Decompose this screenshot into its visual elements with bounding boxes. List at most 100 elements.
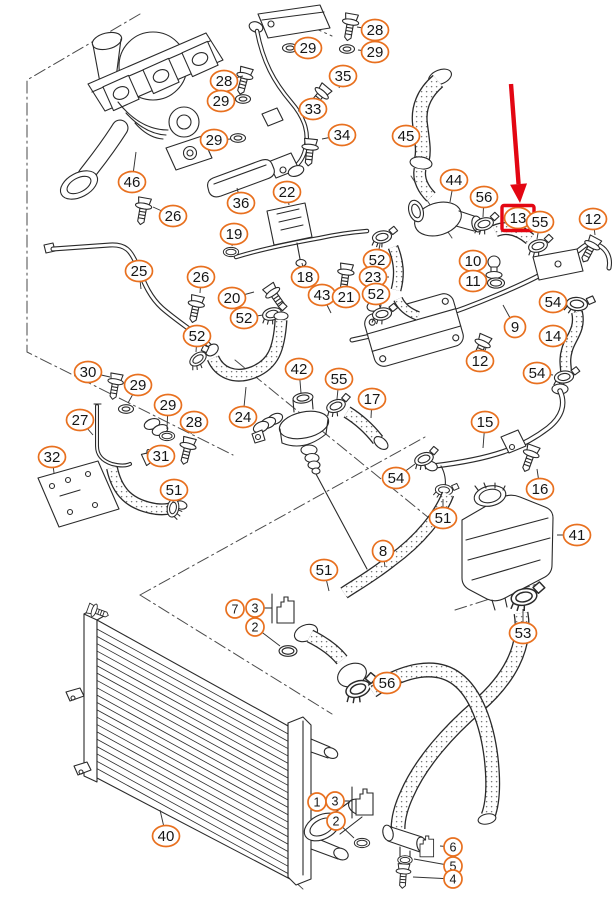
diagram-line-art xyxy=(26,4,612,891)
callout-number: 52 xyxy=(368,286,385,303)
oring-2b-icon xyxy=(353,837,371,849)
callout-circle xyxy=(328,64,358,88)
expansion-tank-41-art xyxy=(461,482,554,611)
callout-54: 54 xyxy=(538,290,568,314)
callout-number: 18 xyxy=(297,269,314,286)
callout-56: 56 xyxy=(469,185,499,218)
callout-2: 2 xyxy=(245,617,281,647)
callout-41: 41 xyxy=(557,523,592,547)
callout-29: 29 xyxy=(153,393,183,430)
bolt-26b-icon xyxy=(183,293,207,325)
callout-circle xyxy=(361,282,391,306)
callout-number: 26 xyxy=(193,269,210,286)
callout-number: 51 xyxy=(316,562,333,579)
callout-14: 14 xyxy=(538,324,569,348)
callout-20: 20 xyxy=(217,286,255,310)
callout-number: 40 xyxy=(158,828,175,845)
washer-29t-icon xyxy=(338,44,356,54)
callout-number: 53 xyxy=(515,625,532,642)
callout-circle xyxy=(228,405,258,429)
callout-51: 51 xyxy=(159,478,189,503)
callout-circle xyxy=(325,791,345,811)
callout-46: 46 xyxy=(117,151,147,194)
callout-circle xyxy=(284,357,314,381)
callout-number: 29 xyxy=(213,93,230,110)
callout-7: 7 xyxy=(225,599,245,619)
flange-42-art xyxy=(251,392,368,570)
callout-11: 11 xyxy=(458,269,488,293)
callout-17: 17 xyxy=(357,387,387,419)
callout-number: 13 xyxy=(510,210,527,227)
callout-circle xyxy=(508,621,538,645)
callout-15: 15 xyxy=(470,410,500,449)
callout-circle xyxy=(538,290,568,314)
callout-56: 56 xyxy=(370,671,402,695)
cap-10-art xyxy=(485,255,503,280)
callout-55: 55 xyxy=(324,367,354,400)
oring-5-icon xyxy=(397,855,413,865)
callout-44: 44 xyxy=(439,168,469,203)
callout-30: 30 xyxy=(73,360,111,384)
callout-circle xyxy=(372,671,402,695)
callout-number: 34 xyxy=(334,127,351,144)
callout-number: 54 xyxy=(529,365,546,382)
callout-13: 13 xyxy=(500,203,536,234)
callout-number: 51 xyxy=(435,510,452,527)
callout-number: 25 xyxy=(131,263,148,280)
callout-52: 52 xyxy=(229,306,264,330)
callout-circle xyxy=(272,180,302,204)
callout-number: 29 xyxy=(160,397,177,414)
callout-number: 29 xyxy=(130,377,147,394)
callout-circle xyxy=(73,360,103,384)
callout-number: 11 xyxy=(465,273,481,290)
radiator-40-art xyxy=(65,609,349,886)
callout-number: 29 xyxy=(300,40,317,57)
hose-23-art xyxy=(387,244,404,292)
callout-circle xyxy=(371,539,395,563)
callout-40: 40 xyxy=(151,809,181,848)
callout-25: 25 xyxy=(124,259,154,290)
callout-number: 45 xyxy=(398,128,415,145)
callout-number: 30 xyxy=(80,364,97,381)
callout-54: 54 xyxy=(522,361,554,385)
callout-number: 23 xyxy=(365,269,382,286)
callout-circle xyxy=(503,315,527,339)
hose-8-art xyxy=(340,491,455,599)
callout-3: 3 xyxy=(245,598,265,618)
callout-circle xyxy=(123,373,153,397)
callout-circle xyxy=(225,599,245,619)
callout-35: 35 xyxy=(328,64,358,89)
callout-circle xyxy=(324,367,354,391)
callout-number: 29 xyxy=(367,44,384,61)
washer-29c-icon xyxy=(229,133,247,143)
callout-circle xyxy=(206,89,236,113)
callout-circle xyxy=(458,269,488,293)
callout-number: 21 xyxy=(338,289,355,306)
callout-42: 42 xyxy=(284,357,314,394)
callout-number: 7 xyxy=(232,602,239,616)
callout-circle xyxy=(469,185,499,209)
seal-29e-icon xyxy=(158,430,176,442)
callout-number: 16 xyxy=(532,481,549,498)
arrow-shaft xyxy=(508,83,521,185)
callout-52: 52 xyxy=(182,324,212,353)
callout-34: 34 xyxy=(321,123,357,147)
callout-number: 3 xyxy=(332,794,339,808)
callout-28: 28 xyxy=(179,410,209,435)
callout-circle xyxy=(525,477,555,501)
callout-number: 46 xyxy=(124,174,141,191)
callout-21: 21 xyxy=(331,285,361,309)
washer-29d-icon xyxy=(117,404,135,414)
callout-number: 3 xyxy=(252,601,259,615)
callout-circle xyxy=(219,222,249,246)
pipe-15-art xyxy=(424,388,566,489)
callout-circle xyxy=(331,285,361,309)
callout-number: 29 xyxy=(206,132,223,149)
callout-number: 52 xyxy=(369,252,386,269)
callout-number: 28 xyxy=(367,22,384,39)
clamp-52a-icon xyxy=(368,225,401,250)
callout-number: 22 xyxy=(279,184,296,201)
